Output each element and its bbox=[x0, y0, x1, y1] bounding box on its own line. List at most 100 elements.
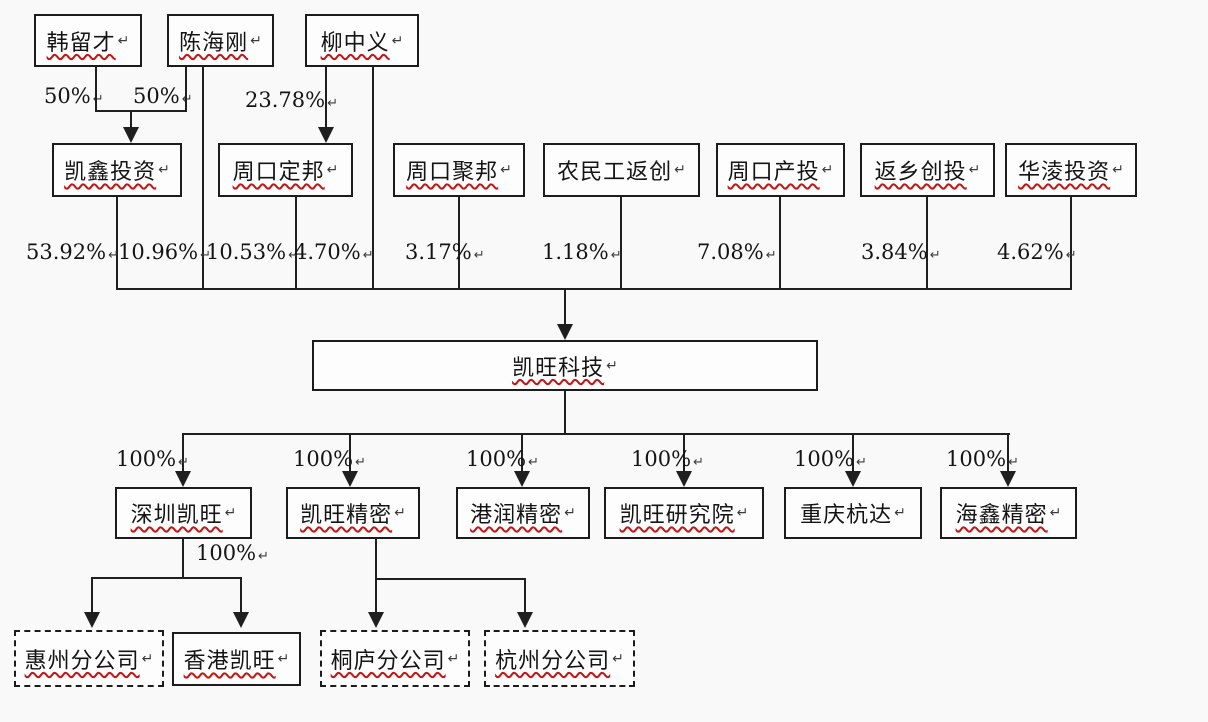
return-mark-icon: ↵ bbox=[288, 248, 299, 263]
arrowhead-into-gangrun-precision bbox=[514, 471, 530, 487]
node-hongkong-kaiwang: 香港凯旺↵ bbox=[172, 632, 301, 686]
arrowhead-into-tonglu-branch bbox=[368, 612, 384, 628]
return-mark-icon: ↵ bbox=[473, 248, 485, 263]
connector-line bbox=[182, 539, 184, 579]
connector-line bbox=[1007, 433, 1009, 473]
percent-label-haixin-precision: 100%↵ bbox=[946, 447, 1019, 471]
return-mark-icon: ↵ bbox=[968, 162, 981, 178]
percent-label-hualing: 4.62%↵ bbox=[997, 240, 1077, 264]
connector-line bbox=[375, 578, 526, 580]
connector-line bbox=[375, 539, 377, 580]
return-mark-icon: ↵ bbox=[765, 248, 777, 263]
connector-line bbox=[91, 577, 93, 614]
node-label: 凯旺研究院 bbox=[619, 503, 735, 528]
node-chen-haigang: 陈海刚↵ bbox=[167, 14, 274, 67]
percent-label-zhoukou-chantou: 7.08%↵ bbox=[697, 240, 777, 264]
connector-line bbox=[325, 67, 327, 128]
percent-label-zhoukou-dingbang: 10.53%↵ bbox=[206, 240, 299, 264]
return-mark-icon: ↵ bbox=[326, 162, 339, 178]
connector-line bbox=[375, 578, 377, 614]
arrowhead-into-kaiwang-research-institute bbox=[676, 471, 692, 487]
node-fanxiang-chuangtou: 返乡创投↵ bbox=[860, 143, 995, 197]
return-mark-icon: ↵ bbox=[693, 455, 704, 470]
percent-label-shenzhen-branches: 100%↵ bbox=[196, 541, 269, 565]
connector-line bbox=[116, 197, 118, 289]
return-mark-icon: ↵ bbox=[92, 92, 104, 107]
arrowhead-into-hongkong-kaiwang bbox=[233, 612, 249, 628]
percent-label-chongqing-hangda: 100%↵ bbox=[794, 447, 867, 471]
percent-label-zhoukou-jubang: 3.17%↵ bbox=[405, 240, 485, 264]
node-label: 周口产投 bbox=[727, 160, 820, 185]
return-mark-icon: ↵ bbox=[181, 92, 193, 107]
node-kaiwang-precision: 凯旺精密↵ bbox=[286, 487, 420, 539]
arrowhead-into-zhoukou-dingbang bbox=[318, 127, 334, 143]
return-mark-icon: ↵ bbox=[258, 549, 269, 564]
node-label: 凯旺精密 bbox=[300, 503, 393, 528]
node-liu-zhongyi: 柳中义↵ bbox=[305, 14, 419, 67]
node-shenzhen-kaiwang: 深圳凯旺↵ bbox=[115, 487, 252, 539]
node-label: 华淩投资 bbox=[1018, 160, 1111, 185]
arrowhead-into-chongqing-hangda bbox=[845, 471, 861, 487]
connector-distribution-line bbox=[182, 433, 1010, 435]
return-mark-icon: ↵ bbox=[327, 96, 338, 111]
arrowhead-into-hangzhou-branch bbox=[517, 612, 533, 628]
node-label: 凯鑫投资 bbox=[64, 160, 157, 185]
connector-line bbox=[852, 433, 854, 473]
return-mark-icon: ↵ bbox=[528, 455, 539, 470]
return-mark-icon: ↵ bbox=[1049, 505, 1062, 521]
node-huizhou-branch: 惠州分公司↵ bbox=[14, 630, 164, 687]
arrowhead-into-huizhou-branch bbox=[84, 612, 100, 628]
return-mark-icon: ↵ bbox=[362, 248, 374, 263]
connector-line bbox=[182, 433, 184, 473]
node-zhoukou-chantou: 周口产投↵ bbox=[716, 143, 845, 197]
node-chongqing-hangda: 重庆杭达↵ bbox=[784, 487, 922, 539]
return-mark-icon: ↵ bbox=[1112, 162, 1124, 178]
node-label: 惠州分公司 bbox=[24, 648, 140, 674]
return-mark-icon: ↵ bbox=[894, 505, 906, 521]
return-mark-icon: ↵ bbox=[158, 162, 170, 178]
node-label: 柳中义 bbox=[320, 30, 390, 56]
return-mark-icon: ↵ bbox=[821, 162, 834, 178]
return-mark-icon: ↵ bbox=[612, 650, 624, 667]
connector-line bbox=[521, 433, 523, 473]
node-nongmingong-fanchuang: 农民工返创↵ bbox=[543, 143, 700, 197]
return-mark-icon: ↵ bbox=[856, 455, 867, 470]
connector-line bbox=[295, 197, 297, 289]
return-mark-icon: ↵ bbox=[355, 455, 366, 470]
percent-label-kaixin: 53.92%↵ bbox=[26, 240, 119, 264]
node-label: 桐庐分公司 bbox=[330, 648, 446, 674]
node-hualing-investment: 华淩投资↵ bbox=[1005, 143, 1137, 197]
return-mark-icon: ↵ bbox=[736, 505, 749, 521]
percent-label-kaiwang-precision: 100%↵ bbox=[293, 447, 366, 471]
return-mark-icon: ↵ bbox=[108, 248, 119, 263]
node-hangzhou-branch: 杭州分公司↵ bbox=[484, 630, 635, 687]
connector-trunk-line bbox=[116, 288, 1072, 290]
connector-line bbox=[1070, 197, 1072, 289]
return-mark-icon: ↵ bbox=[674, 162, 686, 178]
connector-line bbox=[779, 197, 781, 289]
percent-label-nongmingong: 1.18%↵ bbox=[542, 240, 622, 264]
connector-line bbox=[524, 578, 526, 614]
node-zhoukou-jubang: 周口聚邦↵ bbox=[393, 143, 525, 197]
return-mark-icon: ↵ bbox=[141, 650, 154, 667]
arrowhead-into-kaiwang-precision bbox=[342, 471, 358, 487]
node-label: 香港凯旺 bbox=[183, 649, 276, 674]
node-kaixin-investment: 凯鑫投资↵ bbox=[52, 143, 182, 197]
return-mark-icon: ↵ bbox=[500, 162, 512, 178]
connector-line bbox=[349, 433, 351, 473]
return-mark-icon: ↵ bbox=[394, 505, 406, 521]
return-mark-icon: ↵ bbox=[224, 505, 237, 521]
return-mark-icon: ↵ bbox=[200, 248, 211, 263]
return-mark-icon: ↵ bbox=[564, 505, 576, 521]
return-mark-icon: ↵ bbox=[447, 650, 460, 667]
connector-line bbox=[458, 197, 460, 289]
node-kaiwang-research-institute: 凯旺研究院↵ bbox=[604, 487, 764, 539]
node-tonglu-branch: 桐庐分公司↵ bbox=[320, 630, 470, 687]
connector-line bbox=[130, 110, 132, 128]
node-zhoukou-dingbang: 周口定邦↵ bbox=[218, 143, 353, 197]
arrowhead-into-shenzhen-kaiwang bbox=[175, 471, 191, 487]
return-mark-icon: ↵ bbox=[117, 32, 130, 49]
node-gangrun-precision: 港润精密↵ bbox=[456, 487, 590, 539]
percent-label-chen-to-kaixin: 50%↵ bbox=[133, 84, 193, 108]
